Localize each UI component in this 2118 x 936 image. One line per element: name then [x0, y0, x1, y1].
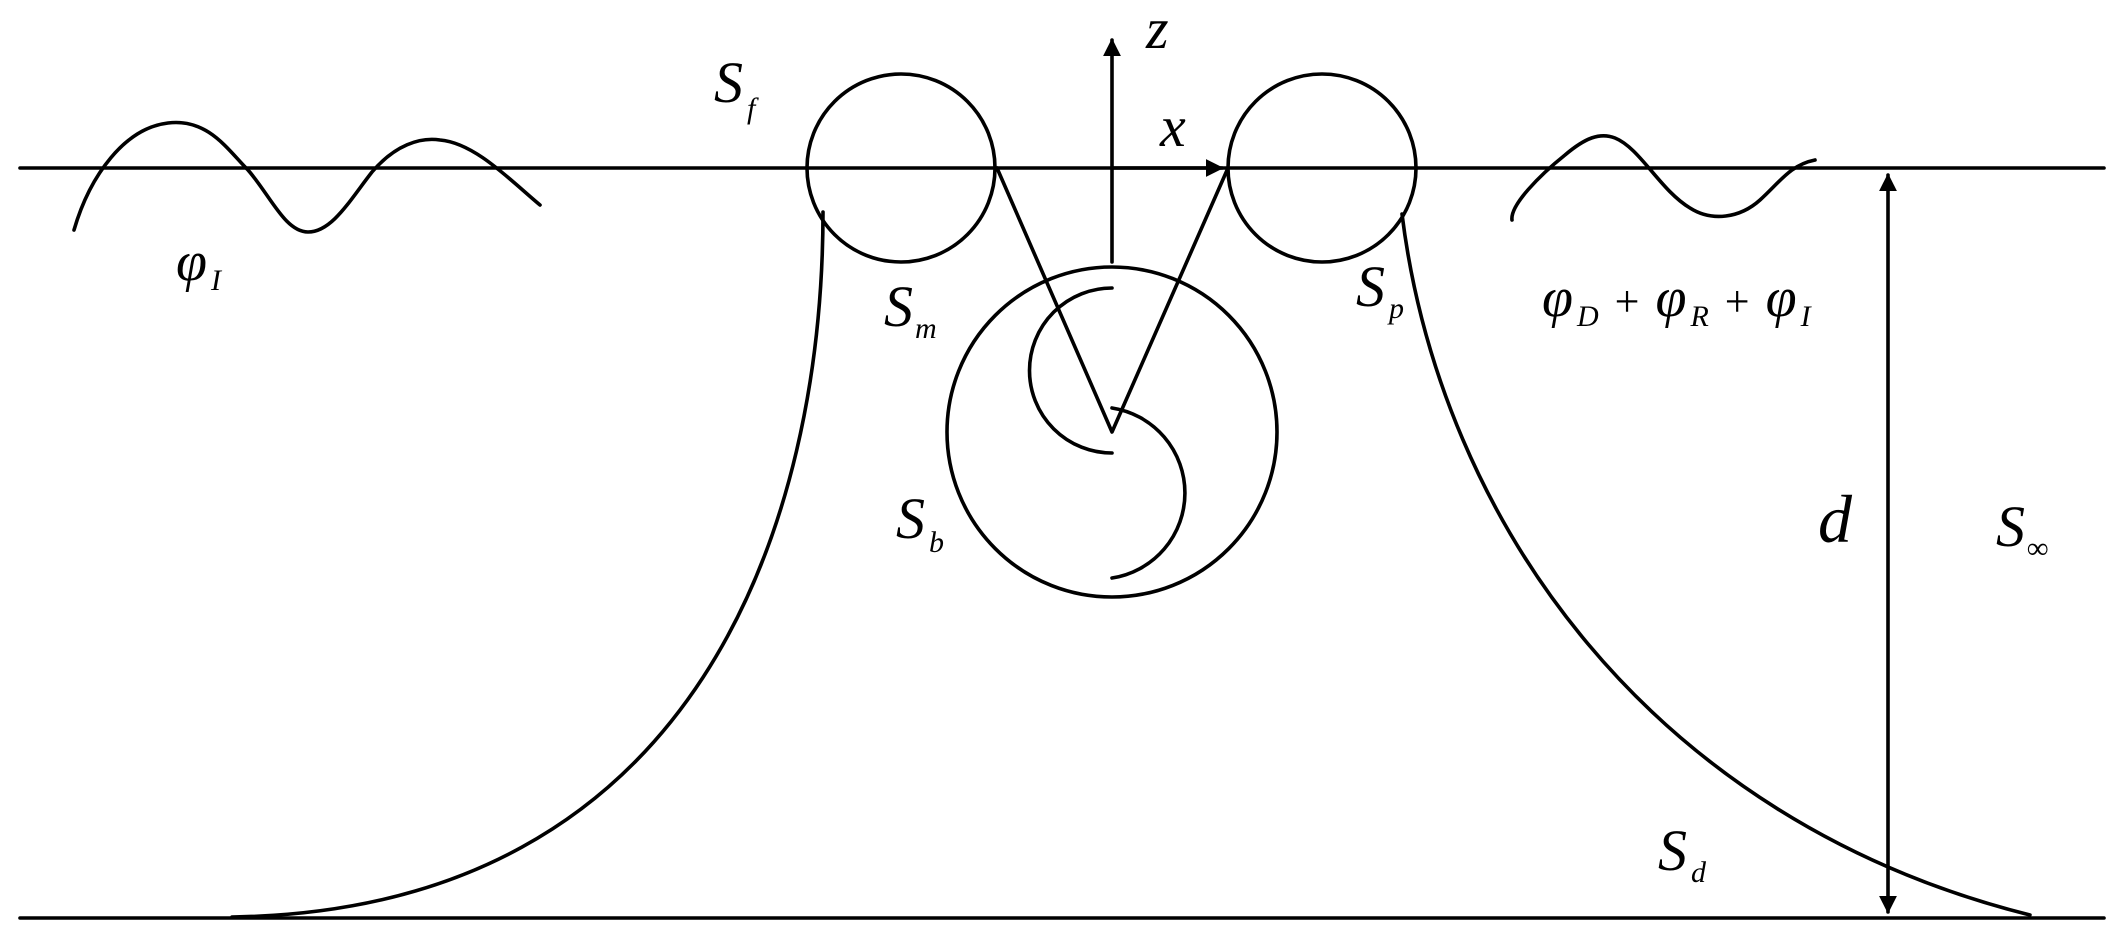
swirl-lower-arc — [1110, 406, 1187, 580]
label-s-infinity: S∞ — [1996, 494, 2048, 565]
floater-left-circle — [805, 72, 997, 264]
label-depth-d: d — [1818, 481, 1853, 557]
central-body-circle — [945, 265, 1279, 599]
v-strut — [995, 166, 1230, 434]
x-axis-label: x — [1159, 94, 1186, 159]
label-s-m: Sm — [884, 274, 937, 345]
z-axis-label: z — [1145, 0, 1169, 61]
left-boundary-curve — [230, 210, 825, 919]
incident-wave-curve — [72, 120, 542, 234]
swirl-upper-arc — [1027, 286, 1114, 455]
radiated-wave-curve — [1510, 133, 1817, 222]
right-boundary-curve — [1400, 212, 2032, 917]
